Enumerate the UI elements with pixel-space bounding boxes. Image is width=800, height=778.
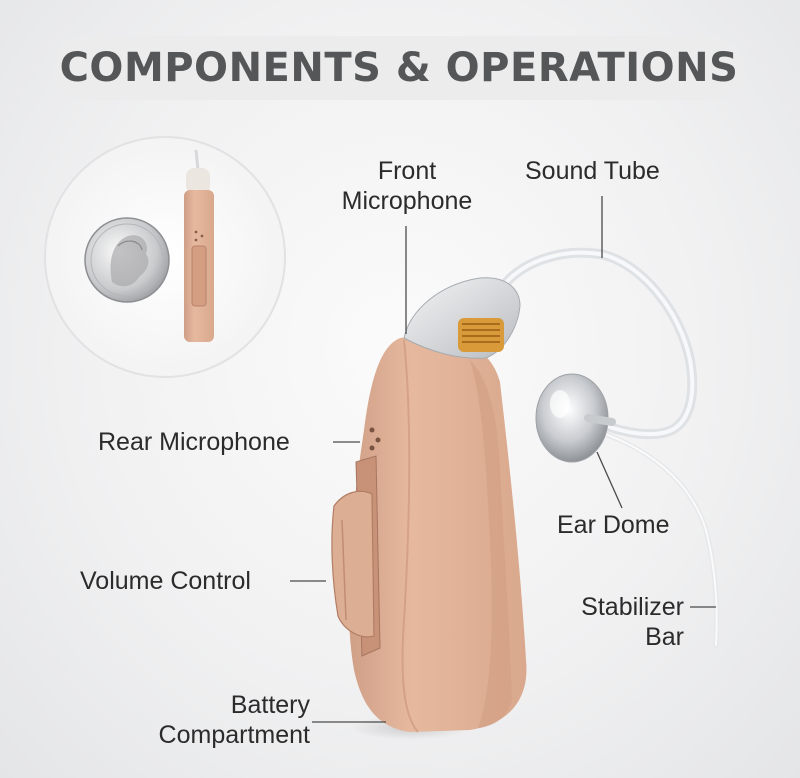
volume-control-label: Volume Control [80, 566, 251, 596]
rear-microphone-label: Rear Microphone [98, 427, 290, 457]
ear-dome [536, 374, 612, 462]
front-microphone-label: Front Microphone [326, 156, 488, 216]
dime-coin [85, 218, 169, 302]
small-hearing-aid [184, 150, 214, 342]
main-hearing-aid-body [332, 278, 527, 732]
sound-tube-label: Sound Tube [525, 156, 660, 186]
volume-control-wheel [332, 456, 380, 656]
battery-compartment-label: Battery Compartment [110, 690, 310, 750]
stabilizer-bar-label: Stabilizer Bar [540, 592, 684, 652]
ear-dome-leader [597, 452, 622, 508]
ear-dome-label: Ear Dome [557, 510, 670, 540]
size-comparison-inset [45, 137, 285, 377]
